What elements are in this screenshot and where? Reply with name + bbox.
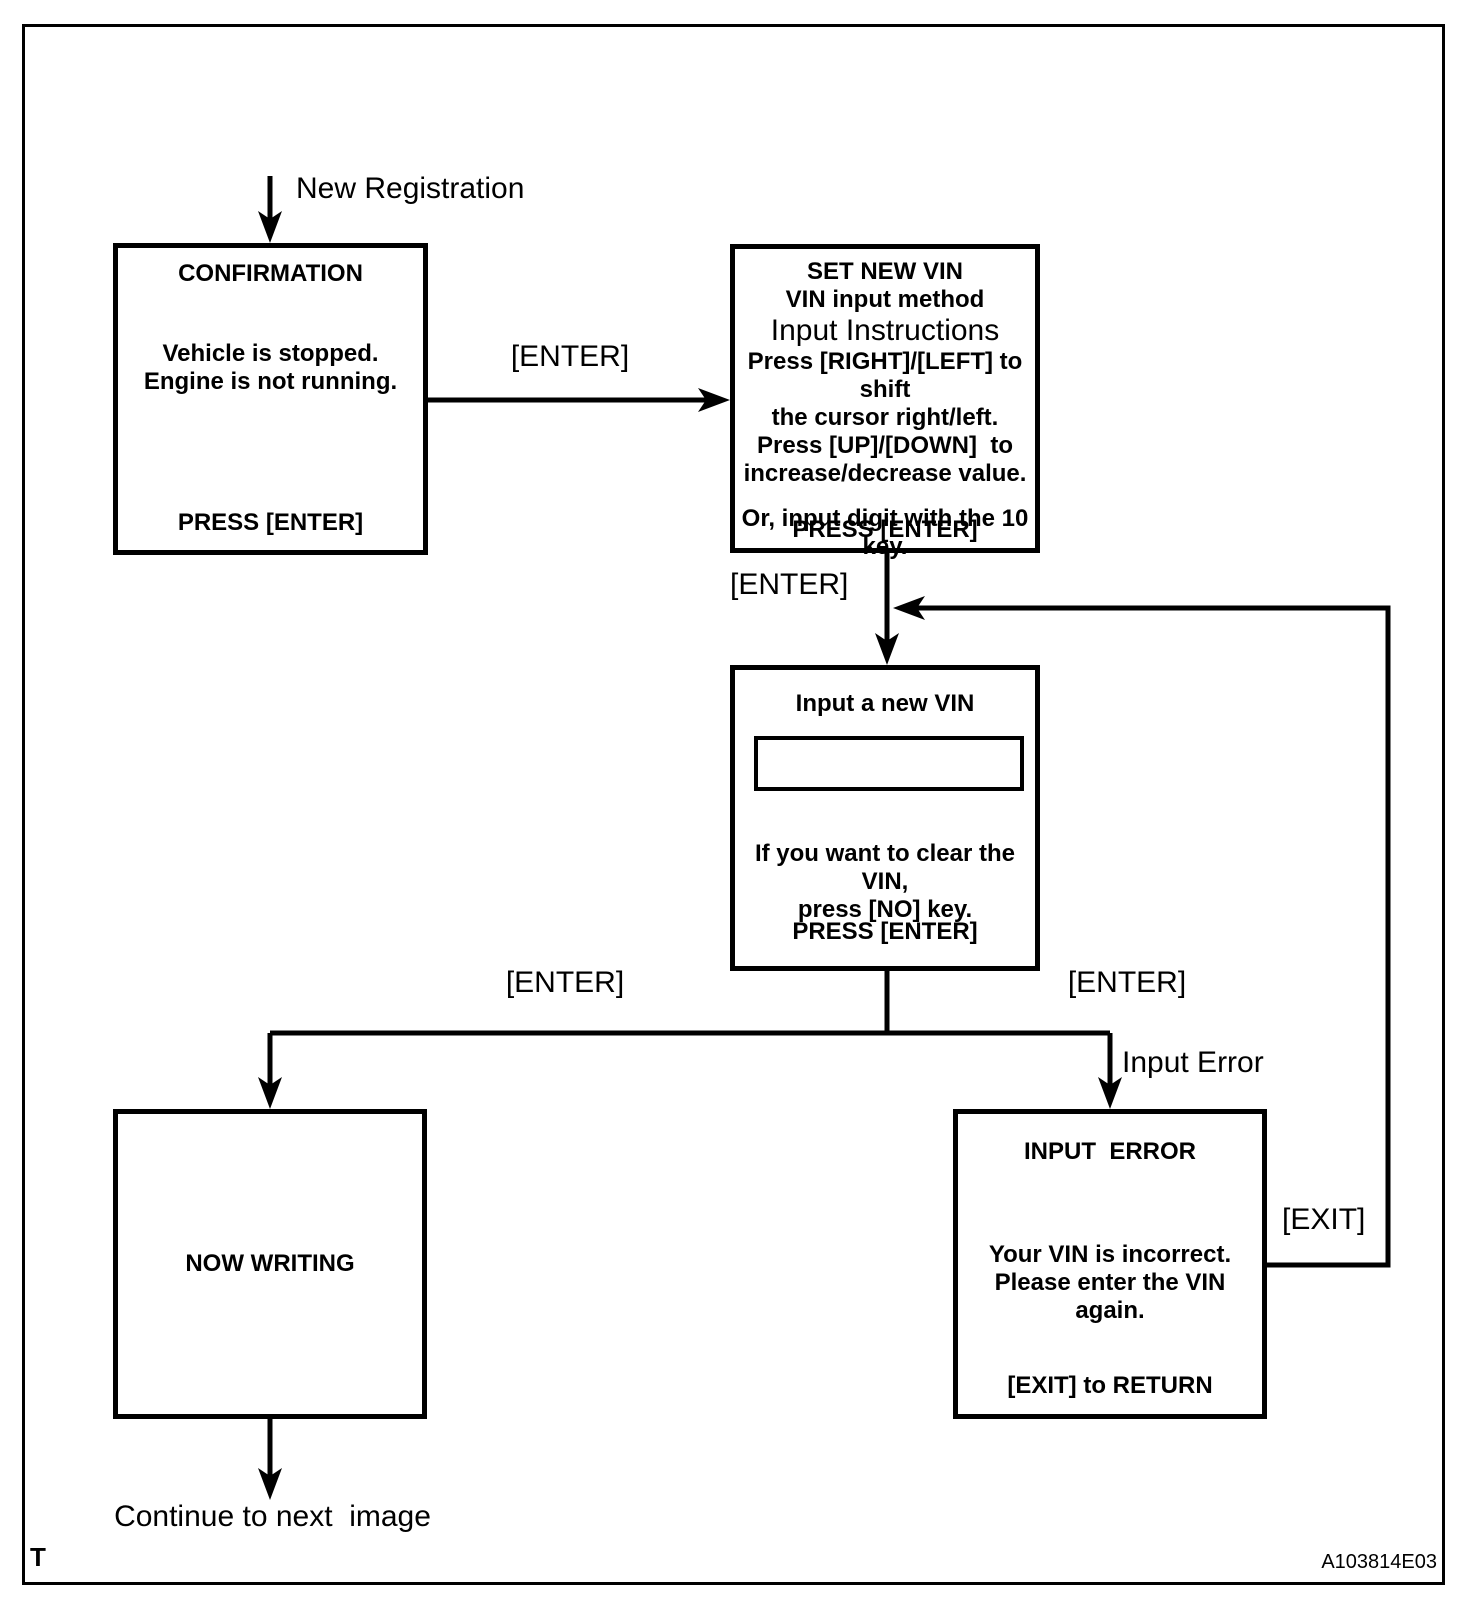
set-new-vin-instruction-3: Or, input digit with the 10 key. [741,505,1035,560]
confirmation-press-enter: PRESS [ENTER] [177,509,364,536]
set-new-vin-subtitle: VIN input method [785,286,985,313]
confirmation-box: CONFIRMATION Vehicle is stopped. Engine … [113,243,428,555]
input-new-vin-press-enter: PRESS [ENTER] [792,918,978,945]
set-new-vin-box: SET NEW VIN VIN input method Input Instr… [730,244,1040,560]
input-error-exit-return: [EXIT] to RETURN [1007,1372,1213,1399]
input-new-vin-body: If you want to clear the VIN, press [NO]… [754,840,1016,923]
set-new-vin-press-enter: PRESS [ENTER] [792,516,978,543]
page-border [22,24,1445,1585]
set-new-vin-heading: Input Instructions [770,314,1000,347]
input-new-vin-title: Input a new VIN [795,690,975,717]
new-registration-label: New Registration [296,172,525,205]
enter-label-right-branch: [ENTER] [1067,966,1187,999]
footer-left-mark: T [30,1542,46,1572]
vin-input-field [754,736,1024,791]
branch-inputvin-to-results [258,971,1122,1109]
input-new-vin-box: Input a new VIN If you want to clear the… [730,665,1040,971]
input-error-title: INPUT ERROR [1023,1138,1196,1165]
set-new-vin-instruction-1: Press [RIGHT]/[LEFT] to shift the cursor… [747,348,1023,431]
arrow-nowwriting-to-continue [258,1419,282,1500]
input-error-branch-label: Input Error [1122,1046,1264,1079]
enter-label-confirmation-to-setvin: [ENTER] [510,340,630,373]
arrow-new-registration [258,176,282,243]
enter-label-left-branch: [ENTER] [505,966,625,999]
input-error-body: Your VIN is incorrect. Please enter the … [988,1241,1232,1324]
now-writing-box: NOW WRITING [113,1109,427,1419]
now-writing-title: NOW WRITING [185,1250,355,1277]
arrow-confirmation-to-setvin [428,388,730,412]
set-new-vin-instruction-2: Press [UP]/[DOWN] to increase/decrease v… [743,432,1027,487]
arrow-retry-feedback-loop [893,596,1391,1268]
confirmation-title: CONFIRMATION [178,260,363,287]
confirmation-body: Vehicle is stopped. Engine is not runnin… [143,340,398,395]
document-code: A103814E03 [1321,1551,1437,1573]
arrow-setvin-to-inputvin [875,553,899,665]
enter-label-setvin-to-inputvin: [ENTER] [730,568,849,601]
input-error-box: INPUT ERROR Your VIN is incorrect. Pleas… [953,1109,1267,1419]
exit-label: [EXIT] [1282,1203,1366,1236]
continue-to-next-image-label: Continue to next image [114,1500,431,1533]
set-new-vin-title: SET NEW VIN [806,258,963,285]
